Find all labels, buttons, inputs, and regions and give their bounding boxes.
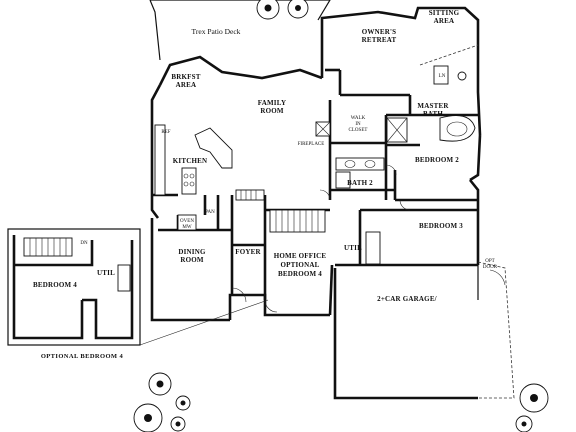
label-walk-in-2: IN: [355, 122, 361, 127]
label-util: UTIL: [344, 244, 362, 252]
label-sitting-area-1: SITTING: [429, 9, 460, 17]
kitchen-fixtures: [154, 124, 233, 231]
label-master-bath-1: MASTER: [417, 102, 449, 110]
label-fireplace: FIREPLACE: [298, 142, 325, 147]
label-inset-util: UTIL: [97, 269, 115, 277]
tree-icon: [287, 0, 309, 19]
tree-icon: [256, 0, 280, 20]
exterior-walls: [149, 0, 515, 400]
label-patio-deck: Trex Patio Deck: [192, 27, 241, 36]
tree-icon: [175, 395, 191, 411]
label-oven: OVEN: [180, 219, 194, 224]
label-office-2: OPTIONAL: [281, 261, 320, 269]
stairs: [235, 189, 326, 233]
label-owners-retreat-2: RETREAT: [362, 36, 397, 44]
fixture-labels: REF FIREPLACE PAN OVEN MW LN OPT DOOR DN: [80, 74, 497, 270]
tree-icon: [133, 403, 163, 432]
label-opt-2: DOOR: [483, 265, 498, 270]
label-dining-1: DINING: [178, 248, 206, 256]
room-labels: Trex Patio Deck OWNER'S RETREAT SITTING …: [33, 9, 463, 303]
tree-icon: [148, 372, 172, 396]
label-walk-in-3: CLOSET: [349, 128, 368, 133]
label-breakfast-2: AREA: [176, 81, 197, 89]
label-opt-1: OPT: [485, 259, 494, 264]
label-foyer: FOYER: [235, 248, 261, 256]
inset-caption: OPTIONAL BEDROOM 4: [41, 353, 124, 360]
label-pan: PAN: [205, 210, 215, 215]
label-garage: 2+CAR GARAGE/: [377, 295, 438, 303]
label-bath-2: BATH 2: [347, 179, 373, 187]
label-dining-2: ROOM: [180, 256, 204, 264]
label-sitting-area-2: AREA: [434, 17, 455, 25]
interior-walls: [152, 68, 480, 300]
label-master-bath-2: BATH: [423, 110, 443, 118]
label-lin: LN: [439, 74, 446, 79]
label-kitchen: KITCHEN: [173, 157, 207, 165]
label-walk-in-1: WALK: [351, 116, 366, 121]
label-owners-retreat-1: OWNER'S: [362, 28, 396, 36]
label-office-1: HOME OFFICE: [274, 252, 327, 260]
label-office-3: BEDROOM 4: [278, 270, 322, 278]
label-dn: DN: [80, 241, 88, 246]
label-family-room-2: ROOM: [260, 107, 284, 115]
label-family-room-1: FAMILY: [258, 99, 286, 107]
label-inset-bedroom-4: BEDROOM 4: [33, 281, 77, 289]
landscaping-trees: [133, 0, 549, 432]
label-breakfast-1: BRKFST: [171, 73, 200, 81]
tree-icon: [170, 416, 186, 432]
label-bedroom-3: BEDROOM 3: [419, 222, 463, 230]
bath-fixtures: [335, 65, 476, 265]
tree-icon: [515, 415, 533, 432]
door-swings: [231, 44, 506, 313]
label-mw: MW: [182, 225, 191, 230]
fireplace: [315, 121, 331, 137]
label-ref: REF: [161, 130, 170, 135]
inset-optional-bedroom-4: [7, 228, 269, 346]
tree-icon: [519, 383, 549, 413]
label-bedroom-2: BEDROOM 2: [415, 156, 459, 164]
